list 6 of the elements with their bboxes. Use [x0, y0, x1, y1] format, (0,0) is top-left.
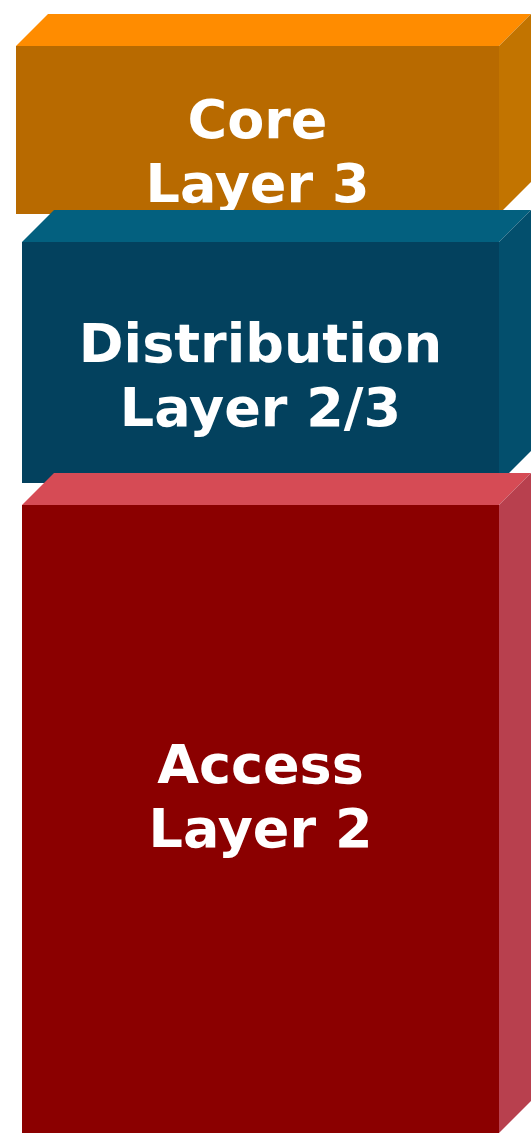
- layer-name: Access: [156, 733, 365, 797]
- layer-number: Layer 2: [147, 797, 374, 861]
- layer-name: Distribution: [77, 312, 444, 376]
- layer-number: Layer 2/3: [118, 376, 403, 440]
- layer-name: Core: [186, 88, 329, 152]
- layer-number: Layer 3: [144, 152, 371, 216]
